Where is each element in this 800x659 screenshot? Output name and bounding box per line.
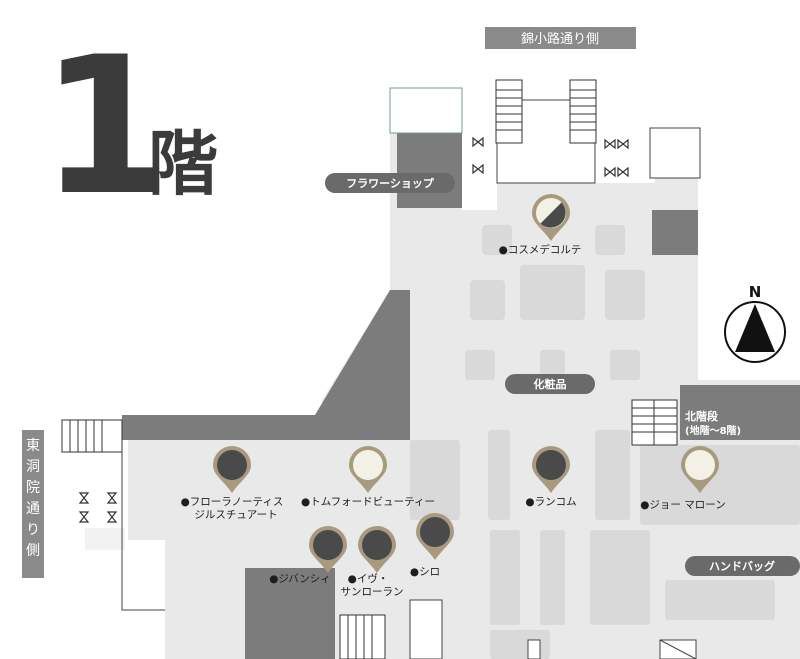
shop-name: ●フローラノーティス (181, 496, 284, 508)
shop-name-line2: サンローラン (341, 586, 404, 598)
shop-name-line2: ジルスチュアート (194, 509, 277, 521)
pin-inner (313, 530, 343, 560)
floor-number: 1 (40, 16, 172, 237)
shop-pin[interactable]: ●ジョー マローン (640, 446, 726, 511)
floor-suffix: 階 (148, 123, 218, 205)
pin-inner (217, 450, 247, 480)
pin-inner (420, 517, 450, 547)
shop-name: ●シロ (410, 566, 440, 578)
street-label-left: 東洞院通り側 (22, 430, 44, 578)
floor-blocks (85, 225, 800, 659)
area-flower-shop-label: フラワーショップ (346, 176, 435, 190)
shop-pin[interactable]: ●ジバンシィ (269, 526, 347, 585)
floor-area (128, 90, 800, 659)
area-cosmetics[interactable]: 化粧品 (505, 374, 595, 394)
shop-name: ●ジョー マローン (640, 499, 725, 511)
shop-name: ●ランコム (525, 496, 576, 508)
shop-pin[interactable]: ●イヴ・サンローラン (341, 526, 404, 598)
pin-inner (362, 530, 392, 560)
shop-name: ●トムフォードビューティー (301, 496, 435, 508)
north-stairs-label: 北階段 (地階〜8階) (685, 409, 741, 437)
shop-pin[interactable]: ●シロ (410, 513, 454, 578)
walls (122, 127, 800, 659)
shop-pin[interactable]: ●トムフォードビューティー (301, 446, 435, 508)
area-handbags[interactable]: ハンドバッグ (685, 556, 800, 576)
area-handbags-label: ハンドバッグ (709, 559, 775, 573)
north-stairs-title: 北階段 (685, 409, 718, 423)
pin-inner (536, 450, 566, 480)
shop-name: ●コスメデコルテ (499, 243, 582, 256)
stairs (61, 79, 678, 659)
pin-inner (353, 450, 383, 480)
area-flower-shop[interactable]: フラワーショップ (325, 173, 455, 193)
shop-pin[interactable]: ●コスメデコルテ (499, 194, 582, 256)
door-symbols (78, 136, 629, 523)
shop-pin[interactable]: ●ランコム (525, 446, 577, 508)
shop-name: ●イヴ・ (348, 572, 389, 585)
north-compass-icon: N (724, 283, 786, 363)
north-stairs-subtitle: (地階〜8階) (685, 424, 741, 437)
area-cosmetics-label: 化粧品 (534, 377, 567, 391)
pin-inner (685, 450, 715, 480)
street-top-text: 錦小路通り側 (521, 31, 599, 47)
street-left-text: 東洞院通り側 (26, 438, 40, 559)
compass-label: N (749, 283, 762, 301)
pin-half-fill (540, 202, 566, 228)
street-label-top: 錦小路通り側 (485, 27, 636, 49)
shop-name: ●ジバンシィ (269, 573, 331, 585)
